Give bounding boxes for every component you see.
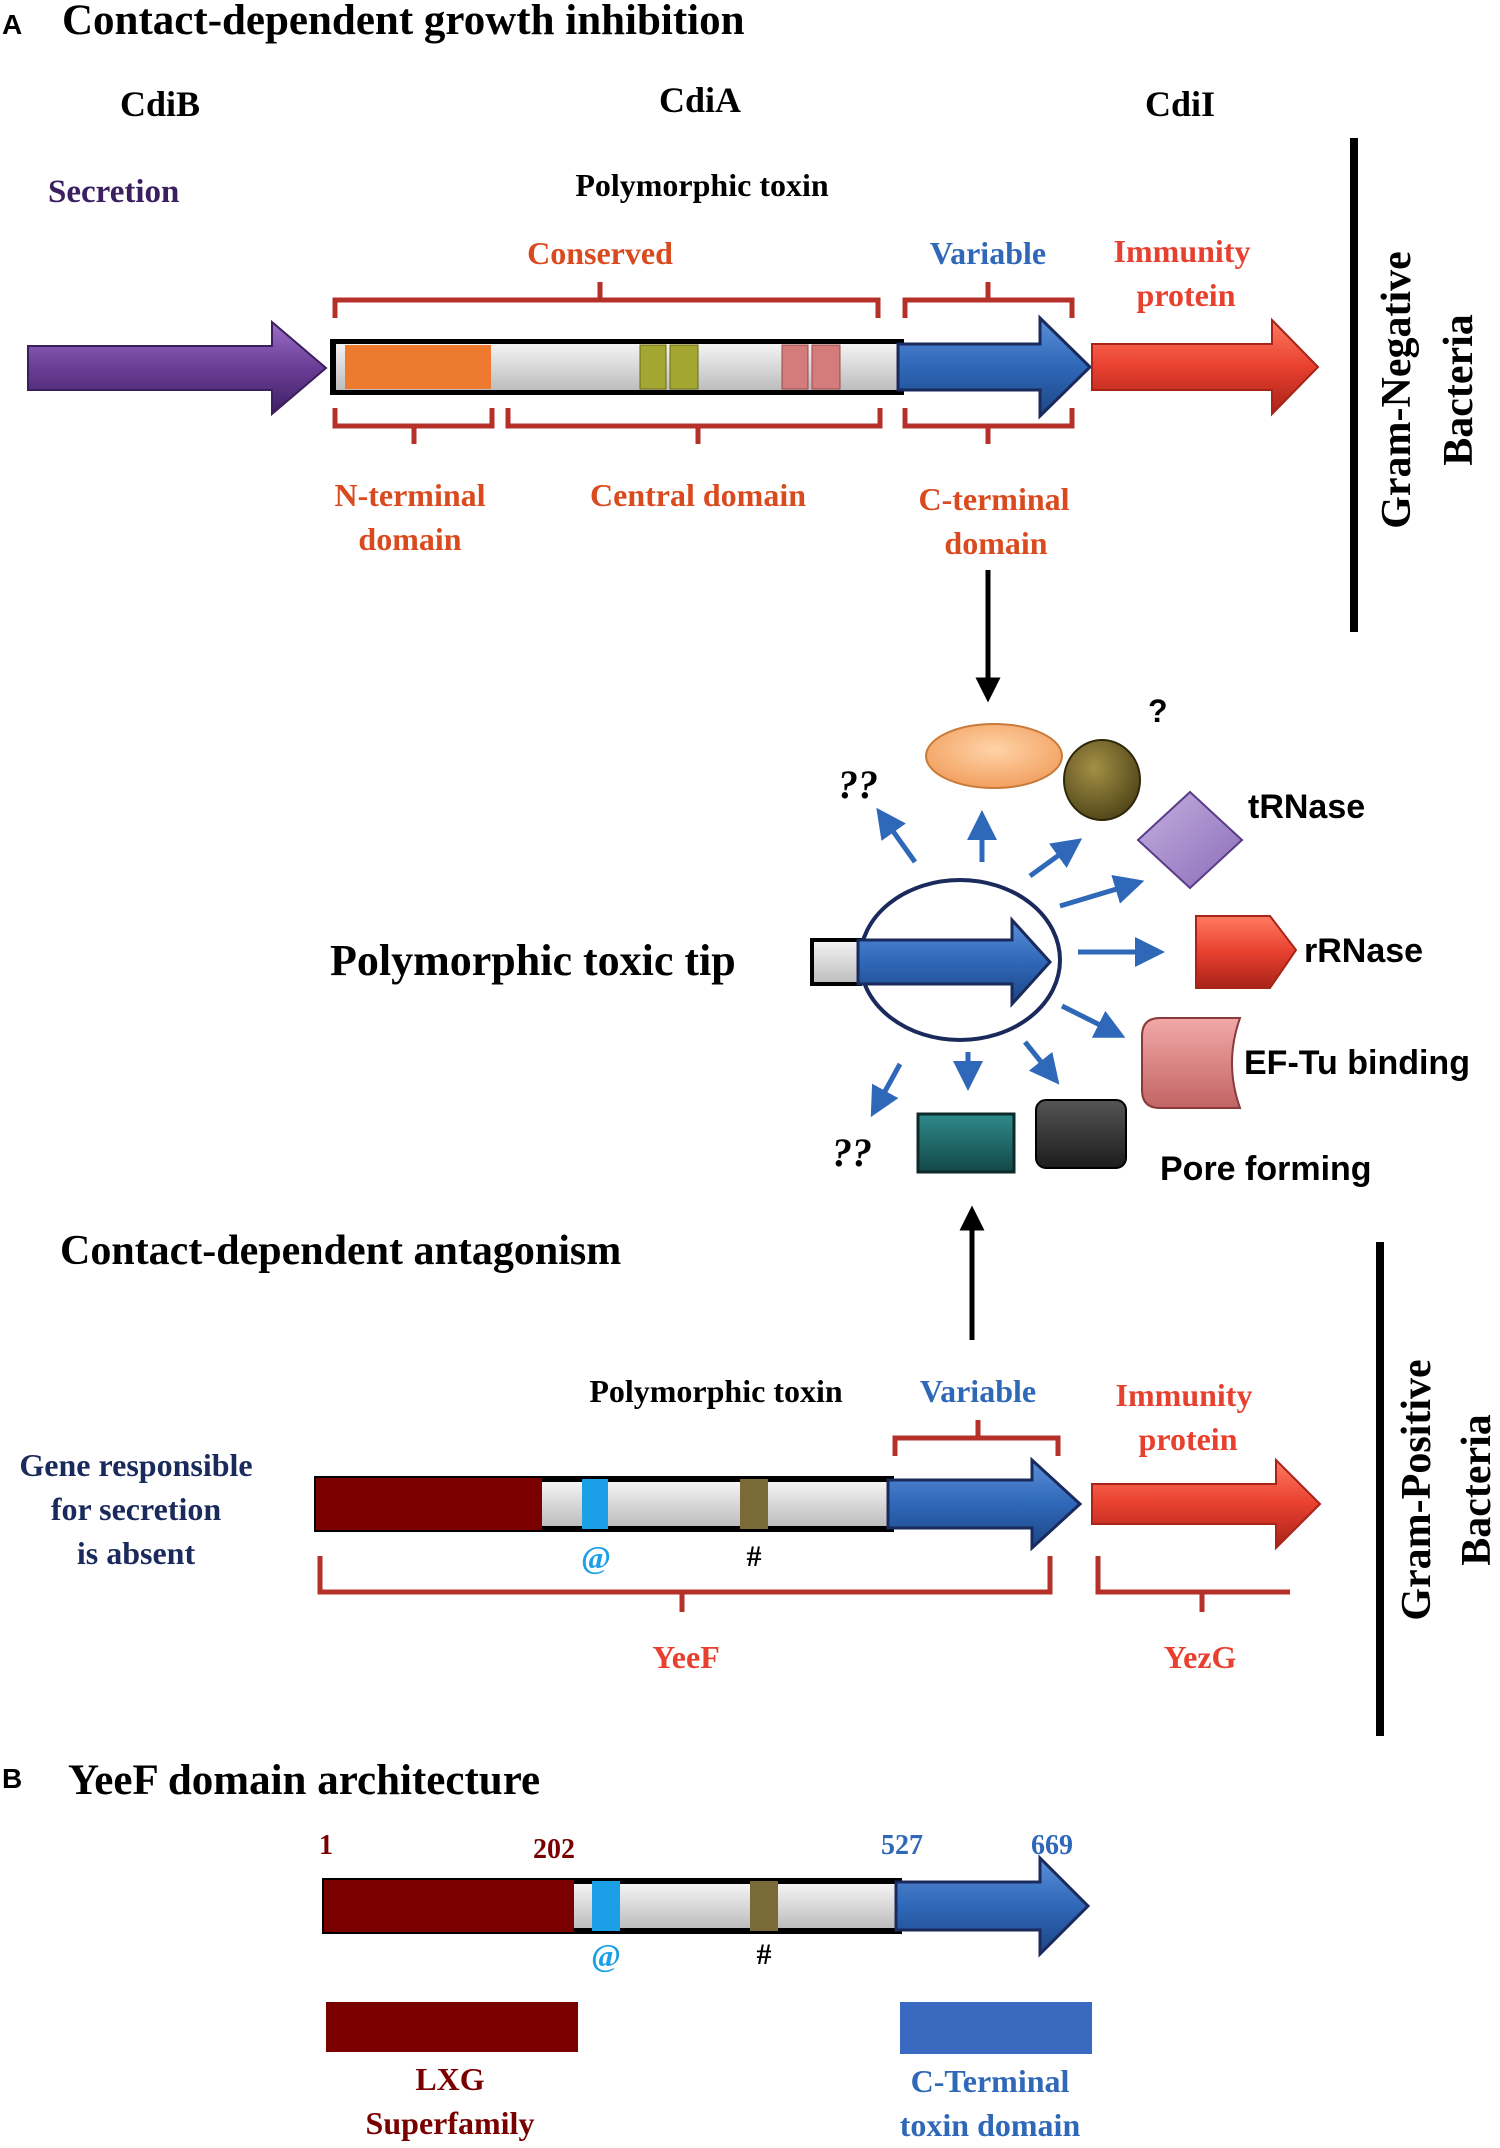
- position-527: 527: [881, 1830, 923, 1861]
- tip-arrow-eftu: [1060, 1003, 1126, 1038]
- question-mark-double-bottom: ??: [832, 1130, 872, 1175]
- gram-negative-label-line1: Gram-Negative: [1374, 251, 1420, 529]
- yezg-brace: [1095, 1556, 1290, 1612]
- cdia-variable-arrow: [896, 314, 1093, 420]
- yeef-brace: [317, 1556, 1053, 1612]
- eftu-binding-shape: [1141, 1017, 1242, 1109]
- n-terminal-label-line1: N-terminal: [334, 477, 485, 513]
- b-khaki-motif: [750, 1881, 778, 1931]
- panel-b-letter: B: [2, 1763, 22, 1794]
- immunity-label-b-line2: protein: [1139, 1421, 1238, 1457]
- gram-positive-label-line1: Gram-Positive: [1394, 1359, 1440, 1620]
- central-domain-brace: [505, 408, 883, 444]
- position-202: 202: [533, 1834, 575, 1865]
- b-dark-red-region: [324, 1880, 574, 1932]
- question-mark-double-top: ??: [838, 762, 878, 807]
- gene-absent-line2: for secretion: [51, 1491, 222, 1527]
- target-olive-ball: [1063, 739, 1141, 821]
- tip-arrow-pore: [1023, 1040, 1060, 1085]
- panel-b-title: YeeF domain architecture: [68, 1757, 540, 1804]
- c-terminal-toxin-block: [900, 2002, 1092, 2054]
- yezg-label: YezG: [1164, 1639, 1237, 1675]
- position-669: 669: [1031, 1830, 1073, 1861]
- yeef-label: YeeF: [652, 1639, 720, 1675]
- antagonism-title: Contact-dependent antagonism: [60, 1228, 621, 1274]
- yeef-variable-arrow: [886, 1456, 1083, 1552]
- central-motif-olive-1: [639, 344, 667, 390]
- panel-a-letter: A: [2, 9, 22, 40]
- gene-absent-line1: Gene responsible: [19, 1447, 252, 1483]
- gram-negative-label-line2: Bacteria: [1436, 314, 1482, 466]
- gram-negative-divider: [1350, 138, 1358, 632]
- toxic-tip-label: Polymorphic toxic tip: [330, 936, 736, 985]
- central-motif-olive-2: [669, 344, 699, 390]
- question-mark-single: ?: [1148, 693, 1168, 729]
- c-terminal-toxin-label-line1: C-Terminal: [911, 2063, 1070, 2099]
- yeef-khaki-motif: [740, 1479, 768, 1529]
- yeef-cyan-motif: [582, 1479, 608, 1529]
- b-c-terminal-arrow: [894, 1854, 1091, 1958]
- gram-positive-divider: [1376, 1242, 1384, 1736]
- tip-arrow-up-left: [876, 807, 918, 864]
- polymorphic-toxin-label-b: Polymorphic toxin: [589, 1373, 843, 1409]
- b-grey-region: [574, 1884, 902, 1928]
- variable-label-a: Variable: [930, 235, 1046, 271]
- n-terminal-brace: [332, 408, 495, 444]
- c-terminal-toxin-label-line2: toxin domain: [900, 2107, 1081, 2143]
- gene-cdib-label: CdiB: [120, 84, 200, 124]
- trnase-diamond: [1136, 790, 1244, 890]
- rrnase-label: rRNase: [1304, 932, 1423, 970]
- b-at-symbol: @: [591, 1937, 621, 1973]
- c-terminal-brace: [902, 408, 1075, 444]
- b-cyan-motif: [592, 1881, 620, 1931]
- immunity-label-b-line1: Immunity: [1116, 1377, 1253, 1413]
- secretion-label: Secretion: [48, 174, 179, 210]
- pore-teal-block: [916, 1112, 1016, 1174]
- pore-forming-label: Pore forming: [1160, 1150, 1372, 1188]
- yeef-at-symbol: @: [581, 1539, 611, 1575]
- immunity-label-a-line2: protein: [1137, 277, 1236, 313]
- lxg-domain-block: [326, 2002, 578, 2052]
- position-1: 1: [319, 1830, 333, 1861]
- conserved-label: Conserved: [527, 235, 673, 271]
- panel-a-title: Contact-dependent growth inhibition: [62, 0, 745, 44]
- lxg-label-line2: Superfamily: [366, 2105, 535, 2141]
- conserved-brace: [332, 282, 881, 318]
- n-terminal-block: [345, 345, 491, 389]
- trnase-label: tRNase: [1248, 788, 1365, 826]
- variable-brace: [902, 282, 1075, 318]
- variable-label-b: Variable: [920, 1373, 1036, 1409]
- cdii-gene-arrow: [1091, 317, 1320, 417]
- gene-cdii-label: CdiI: [1145, 84, 1215, 124]
- central-motif-pink-2: [811, 344, 841, 390]
- gene-absent-line3: is absent: [77, 1535, 196, 1571]
- central-domain-label: Central domain: [590, 477, 806, 513]
- toxic-tip-grey-stub: [810, 938, 862, 986]
- c-terminal-label-line1: C-terminal: [918, 481, 1069, 517]
- n-terminal-label-line2: domain: [358, 521, 461, 557]
- c-terminal-label-line2: domain: [944, 525, 1047, 561]
- gene-cdia-label: CdiA: [659, 80, 741, 120]
- gram-positive-label-line2: Bacteria: [1454, 1414, 1500, 1566]
- polymorphic-toxin-label-a: Polymorphic toxin: [575, 167, 829, 203]
- yeef-dark-red-region: [316, 1478, 542, 1530]
- b-hash-symbol: #: [757, 1938, 772, 1971]
- target-peach-oval: [925, 723, 1063, 789]
- cdib-gene-arrow: [27, 319, 328, 417]
- toxic-tip-arrow: [856, 916, 1053, 1008]
- central-motif-pink-1: [781, 344, 809, 390]
- eftu-label: EF-Tu binding: [1244, 1044, 1470, 1082]
- tip-arrow-trnase: [1059, 874, 1145, 909]
- rrnase-pentagon: [1195, 915, 1298, 989]
- yeef-hash-symbol: #: [747, 1540, 762, 1573]
- tip-arrow-down-left: [870, 1062, 903, 1118]
- lxg-label-line1: LXG: [415, 2061, 484, 2097]
- pore-dark-block: [1035, 1099, 1127, 1169]
- variable-brace-b: [892, 1420, 1061, 1456]
- immunity-label-a-line1: Immunity: [1114, 233, 1251, 269]
- yezg-gene-arrow: [1091, 1457, 1322, 1551]
- tip-arrow-up-right: [1028, 838, 1083, 879]
